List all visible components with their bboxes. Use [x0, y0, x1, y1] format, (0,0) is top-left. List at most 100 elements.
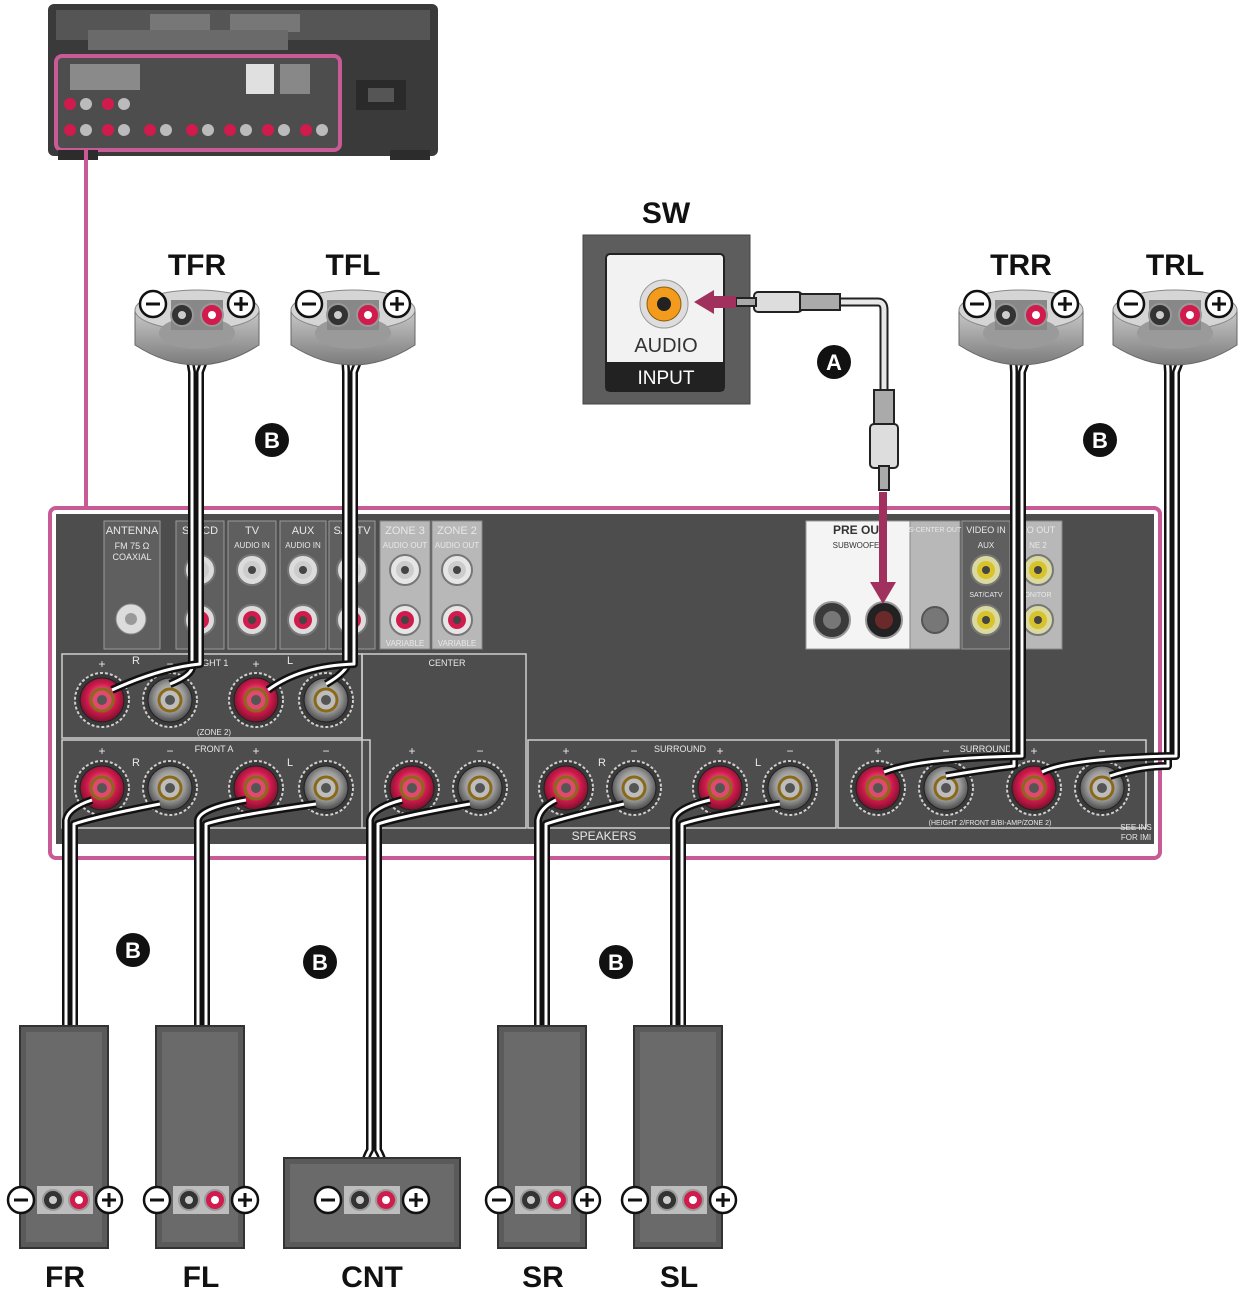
antenna-label: ANTENNA [106, 525, 159, 537]
fm-label: FM 75 Ω [115, 541, 150, 551]
minus-mark: − [786, 744, 793, 758]
svg-text:B: B [125, 938, 141, 963]
badge-b: B [255, 423, 289, 457]
video-out-label: EO OUT [1021, 525, 1056, 535]
svg-text:B: B [1092, 428, 1108, 453]
speaker-label-fl: FL [183, 1261, 220, 1294]
minus-mark: − [476, 744, 483, 758]
speaker-label-cnt: CNT [341, 1261, 403, 1294]
plus-mark: + [98, 744, 105, 758]
speaker-label-fr: FR [45, 1261, 85, 1294]
tv-label: TV [245, 525, 260, 537]
speaker-fl: FL [142, 1025, 260, 1294]
plus-mark: + [408, 744, 415, 758]
plus-mark: + [252, 657, 259, 671]
svg-text:B: B [264, 428, 280, 453]
speakers-label: SPEAKERS [572, 829, 637, 843]
for-imp-label: FOR IMI [1121, 833, 1151, 842]
center-label: CENTER [428, 658, 466, 668]
svg-text:A: A [826, 350, 842, 375]
arrow-to-subwoofer [694, 290, 736, 314]
minus-mark: − [166, 744, 173, 758]
zone3-label: ZONE 3 [385, 525, 425, 537]
front-a-label: FRONT A [195, 744, 234, 754]
aux-audio-in-label: AUDIO IN [285, 541, 321, 550]
channel-mark: R [598, 757, 606, 769]
channel-mark: R [132, 655, 140, 667]
marker-badges: A B B B B B [116, 345, 1117, 979]
zone2-paren-label: (ZONE 2) [197, 728, 232, 737]
speaker-tfr: TFR [134, 249, 260, 366]
speaker-fr: FR [6, 1025, 124, 1294]
aux-label: AUX [292, 525, 315, 537]
plus-mark: + [562, 744, 569, 758]
s-center-out-label: S-CENTER OUT [909, 527, 962, 534]
pre-out-label: PRE OU [833, 523, 879, 537]
channel-mark: R [132, 757, 140, 769]
speaker-tfl: TFL [290, 249, 416, 366]
plus-mark: + [98, 657, 105, 671]
zone3-audio-out-label: AUDIO OUT [383, 541, 428, 550]
speaker-label-trr: TRR [990, 249, 1052, 282]
zone2-label: ZONE 2 [437, 525, 477, 537]
channel-mark: L [287, 757, 293, 769]
speaker-label-trl: TRL [1146, 249, 1204, 282]
receiver-thumbnail [48, 4, 438, 160]
zone3-variable-label: VARIABLE [386, 639, 425, 648]
minus-mark: − [166, 657, 173, 671]
floor-speakers: FR FL CNT SR SL [6, 1025, 738, 1294]
arrow-to-pre-out [870, 582, 896, 604]
s-center-jack[interactable] [921, 606, 949, 634]
speaker-label-tfr: TFR [168, 249, 227, 282]
plus-mark: + [874, 744, 881, 758]
video-in-label: VIDEO IN [966, 525, 1006, 535]
badge-a: A [817, 345, 851, 379]
video-aux-label: AUX [978, 541, 995, 550]
subwoofer-label: SW [642, 197, 691, 230]
height2-label: (HEIGHT 2/FRONT B/BI-AMP/ZONE 2) [929, 820, 1052, 827]
badge-b: B [1083, 423, 1117, 457]
height-speakers: TFR TFL TRR TRL [134, 249, 1238, 366]
coaxial-label: COAXIAL [112, 552, 151, 562]
surround-label: SURROUND [654, 744, 707, 754]
subwoofer-out-label: SUBWOOFE [833, 541, 880, 550]
minus-mark: − [942, 744, 949, 758]
zone-outputs: ZONE 3 ZONE 2 AUDIO OUT AUDIO OUT VARIAB… [379, 520, 483, 650]
badge-b: B [303, 945, 337, 979]
subwoofer-input-label: INPUT [638, 368, 695, 389]
svg-text:B: B [608, 950, 624, 975]
video-sat-catv-label: SAT/CATV [969, 592, 1003, 599]
speaker-label-tfl: TFL [326, 249, 381, 282]
see-ins-label: SEE INS [1120, 823, 1152, 832]
speaker-label-sr: SR [522, 1261, 564, 1294]
plus-mark: + [1030, 744, 1037, 758]
antenna-section: ANTENNA FM 75 Ω COAXIAL [103, 520, 161, 650]
video-monitor-label: ONITOR [1024, 592, 1051, 599]
badge-b: B [599, 945, 633, 979]
minus-mark: − [322, 744, 329, 758]
channel-mark: L [755, 757, 761, 769]
minus-mark: − [630, 744, 637, 758]
subwoofer-audio-label: AUDIO [634, 335, 697, 357]
zone2-audio-out-label: AUDIO OUT [435, 541, 480, 550]
plus-mark: + [252, 744, 259, 758]
speaker-cnt: CNT [283, 1157, 461, 1294]
surround-b-label: SURROUND B [960, 744, 1021, 754]
speaker-label-sl: SL [660, 1261, 698, 1294]
plus-mark: + [716, 744, 723, 758]
speaker-sr: SR [484, 1025, 602, 1294]
channel-mark: L [287, 655, 293, 667]
badge-b: B [116, 933, 150, 967]
speaker-trr: TRR [958, 249, 1084, 366]
zone2-variable-label: VARIABLE [438, 639, 477, 648]
minus-mark: − [1098, 744, 1105, 758]
height1-label: IGHT 1 [200, 658, 229, 668]
speaker-sl: SL [620, 1025, 738, 1294]
speaker-trl: TRL [1112, 249, 1238, 366]
rca-cable-a [694, 290, 899, 604]
svg-text:B: B [312, 950, 328, 975]
tv-audio-in-label: AUDIO IN [234, 541, 270, 550]
video-zone2-label: NE 2 [1029, 541, 1047, 550]
subwoofer: SW AUDIO INPUT [582, 197, 751, 405]
